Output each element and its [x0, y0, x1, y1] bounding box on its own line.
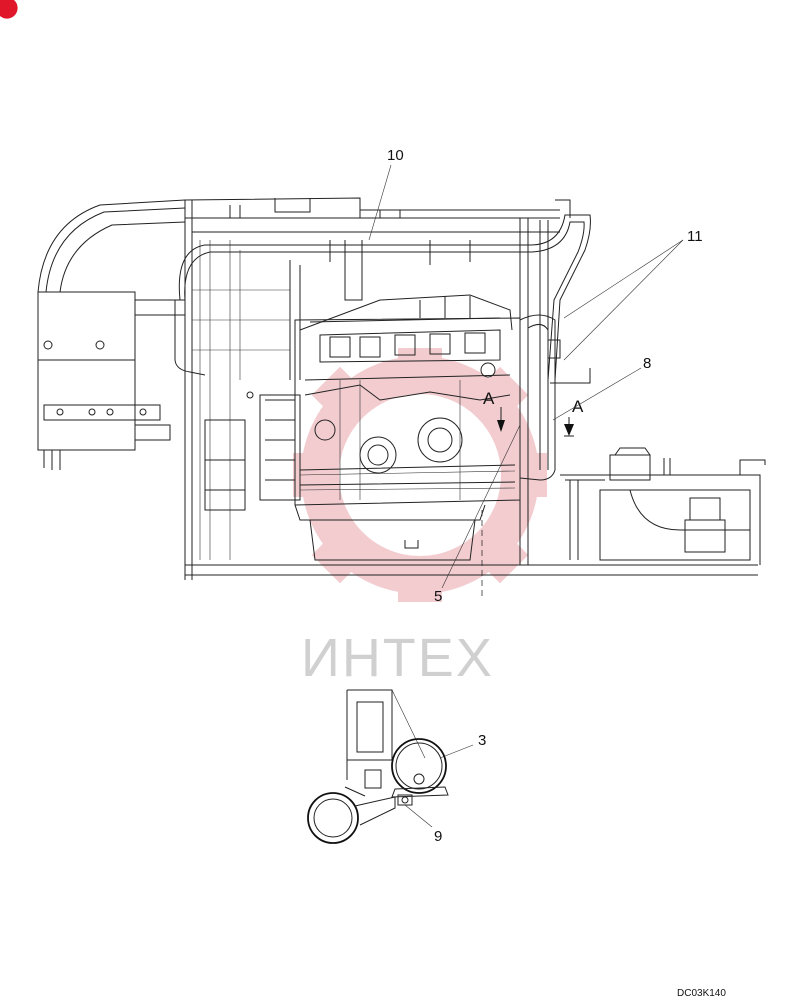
callout-10: 10	[387, 147, 404, 164]
detail-view	[307, 689, 449, 844]
callout-3: 3	[478, 732, 486, 749]
view-mark-a-right: A	[572, 397, 584, 416]
callout-8: 8	[643, 355, 651, 372]
right-assembly	[550, 368, 766, 565]
watermark-text: ИНТЕХ	[301, 628, 494, 688]
piping	[174, 214, 591, 481]
drawing-code: DC03K140	[677, 988, 726, 999]
callout-9: 9	[434, 828, 442, 845]
main-frame	[184, 197, 758, 580]
view-a-arrows	[497, 407, 574, 437]
engine	[204, 294, 521, 600]
callout-11: 11	[687, 228, 703, 245]
view-mark-a-center: A	[483, 389, 495, 408]
watermark-gear	[293, 348, 547, 602]
left-housing	[37, 199, 186, 470]
callout-5: 5	[434, 588, 442, 605]
leader-lines	[368, 164, 684, 828]
corner-badge	[0, 0, 18, 19]
